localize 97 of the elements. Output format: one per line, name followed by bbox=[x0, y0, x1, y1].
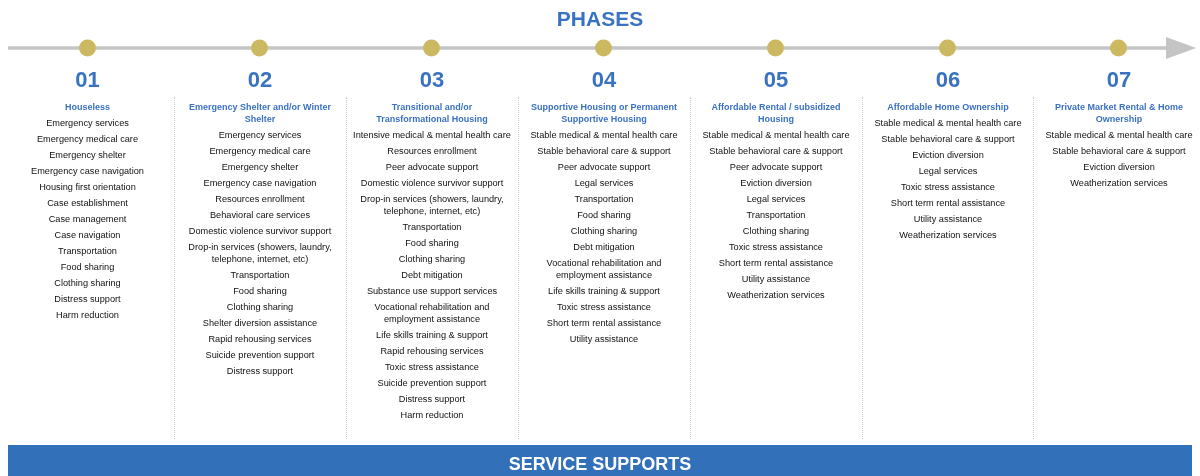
service-item: Utility assistance bbox=[740, 273, 812, 285]
service-item: Emergency medical care bbox=[35, 133, 140, 145]
service-item: Utility assistance bbox=[912, 213, 984, 225]
service-item: Food sharing bbox=[59, 261, 116, 273]
service-item: Stable behavioral care & support bbox=[1051, 145, 1187, 157]
service-item: Transportation bbox=[401, 221, 463, 233]
service-item: Stable medical & mental health care bbox=[529, 129, 679, 141]
service-item: Weatherization services bbox=[726, 289, 826, 301]
phase-number: 03 bbox=[418, 67, 446, 93]
service-item: Eviction diversion bbox=[1082, 161, 1156, 173]
service-item: Emergency services bbox=[217, 129, 303, 141]
service-item: Legal services bbox=[745, 193, 807, 205]
service-item: Shelter diversion assistance bbox=[201, 317, 319, 329]
service-item: Resources enrollment bbox=[214, 193, 306, 205]
banner: SERVICE SUPPORTS bbox=[8, 445, 1192, 476]
service-item: Domestic violence survivor support bbox=[187, 225, 333, 237]
service-item: Drop-in services (showers, laundry, telephone, internet, etc) bbox=[187, 241, 333, 265]
phase-heading: Transitional and/or Transformational Housing bbox=[375, 101, 489, 125]
service-item: Eviction diversion bbox=[739, 177, 813, 189]
service-item: Debt mitigation bbox=[400, 269, 464, 281]
service-item: Distress support bbox=[397, 393, 467, 405]
service-item: Emergency case navigation bbox=[30, 165, 145, 177]
service-item: Case establishment bbox=[46, 197, 129, 209]
service-item: Peer advocate support bbox=[384, 161, 480, 173]
service-item: Clothing sharing bbox=[53, 277, 122, 289]
service-item: Stable medical & mental health care bbox=[701, 129, 851, 141]
service-item: Weatherization services bbox=[898, 229, 998, 241]
phase-heading: Houseless bbox=[64, 101, 111, 113]
service-item: Emergency shelter bbox=[48, 149, 127, 161]
service-item: Emergency case navigation bbox=[202, 177, 318, 189]
service-item: Intensive medical & mental health care bbox=[352, 129, 512, 141]
service-item: Legal services bbox=[917, 165, 979, 177]
service-item: Eviction diversion bbox=[911, 149, 985, 161]
service-item: Vocational rehabilitation and employment assistance bbox=[545, 257, 663, 281]
service-item: Rapid rehousing services bbox=[379, 345, 485, 357]
service-item: Stable medical & mental health care bbox=[1044, 129, 1194, 141]
service-item: Case management bbox=[47, 213, 128, 225]
service-item: Emergency medical care bbox=[208, 145, 312, 157]
service-item: Food sharing bbox=[576, 209, 632, 221]
service-item: Transportation bbox=[57, 245, 118, 257]
service-item: Stable behavioral care & support bbox=[536, 145, 672, 157]
service-item: Transportation bbox=[745, 209, 807, 221]
service-item: Weatherization services bbox=[1069, 177, 1169, 189]
service-item: Peer advocate support bbox=[728, 161, 824, 173]
service-item: Clothing sharing bbox=[225, 301, 295, 313]
service-item: Case navigation bbox=[53, 229, 122, 241]
service-item: Short term rental assistance bbox=[545, 317, 663, 329]
phase-number: 02 bbox=[246, 67, 274, 93]
service-item: Harm reduction bbox=[399, 409, 465, 421]
service-item: Suicide prevention support bbox=[376, 377, 488, 389]
phase-heading: Emergency Shelter and/or Winter Shelter bbox=[188, 101, 332, 125]
service-item: Harm reduction bbox=[55, 309, 120, 321]
service-item: Life skills training & support bbox=[375, 329, 489, 341]
phase-number: 05 bbox=[762, 67, 790, 93]
service-item: Suicide prevention support bbox=[204, 349, 316, 361]
service-item: Housing first orientation bbox=[38, 181, 137, 193]
service-item: Toxic stress assistance bbox=[556, 301, 652, 313]
phase-number: 07 bbox=[1105, 67, 1133, 93]
title: PHASES bbox=[555, 6, 645, 32]
service-item: Clothing sharing bbox=[741, 225, 811, 237]
service-item: Distress support bbox=[53, 293, 122, 305]
service-item: Transportation bbox=[229, 269, 291, 281]
service-item: Life skills training & support bbox=[547, 285, 661, 297]
service-item: Clothing sharing bbox=[569, 225, 639, 237]
phase-number: 01 bbox=[74, 67, 101, 93]
service-item: Stable medical & mental health care bbox=[873, 117, 1023, 129]
service-item: Utility assistance bbox=[568, 333, 640, 345]
service-item: Vocational rehabilitation and employment assistance bbox=[373, 301, 491, 325]
service-item: Distress support bbox=[225, 365, 295, 377]
service-item: Legal services bbox=[573, 177, 635, 189]
service-item: Debt mitigation bbox=[572, 241, 636, 253]
service-item: Food sharing bbox=[232, 285, 288, 297]
service-item: Emergency shelter bbox=[220, 161, 300, 173]
phase-heading: Supportive Housing or Permanent Supportive Housing bbox=[530, 101, 678, 125]
service-item: Food sharing bbox=[404, 237, 460, 249]
service-item: Toxic stress assistance bbox=[728, 241, 824, 253]
service-item: Domestic violence survivor support bbox=[359, 177, 505, 189]
service-item: Emergency services bbox=[45, 117, 130, 129]
phase-heading: Affordable Home Ownership bbox=[886, 101, 1010, 113]
service-item: Resources enrollment bbox=[386, 145, 478, 157]
service-item: Toxic stress assistance bbox=[384, 361, 480, 373]
service-item: Stable behavioral care & support bbox=[880, 133, 1016, 145]
service-item: Behavioral care services bbox=[208, 209, 312, 221]
service-item: Peer advocate support bbox=[556, 161, 652, 173]
service-item: Short term rental assistance bbox=[717, 257, 835, 269]
phase-number: 04 bbox=[590, 67, 618, 93]
phase-heading: Private Market Rental & Home Ownership bbox=[1053, 101, 1184, 125]
phase-number: 06 bbox=[934, 67, 962, 93]
service-item: Toxic stress assistance bbox=[900, 181, 996, 193]
service-item: Drop-in services (showers, laundry, telephone, internet, etc) bbox=[359, 193, 505, 217]
service-item: Transportation bbox=[573, 193, 635, 205]
service-item: Short term rental assistance bbox=[889, 197, 1007, 209]
service-item: Clothing sharing bbox=[397, 253, 467, 265]
phase-heading: Affordable Rental / subsidized Housing bbox=[710, 101, 842, 125]
service-item: Rapid rehousing services bbox=[207, 333, 313, 345]
service-item: Substance use support services bbox=[365, 285, 499, 297]
service-item: Stable behavioral care & support bbox=[708, 145, 844, 157]
